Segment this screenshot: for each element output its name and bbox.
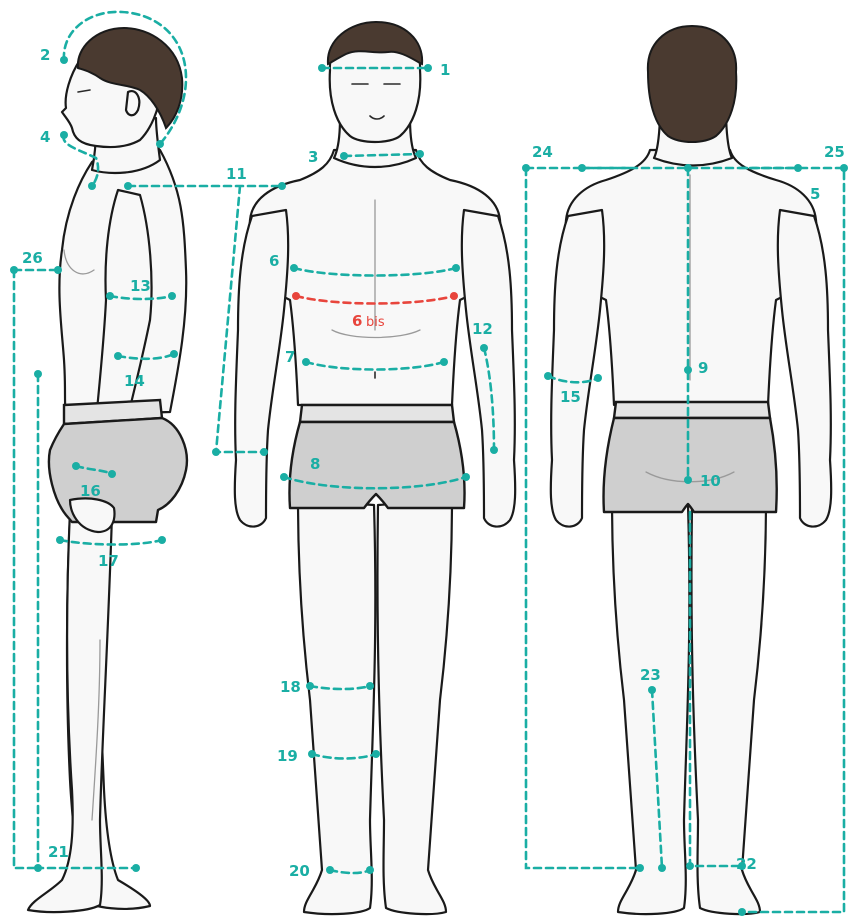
measurement-endpoint-dot: [366, 682, 374, 690]
measurement-endpoint-dot: [72, 462, 80, 470]
label-26: 26: [22, 249, 43, 267]
measurement-endpoint-dot: [416, 150, 424, 158]
measurement-endpoint-dot: [168, 292, 176, 300]
label-23: 23: [640, 666, 661, 684]
label-9: 9: [698, 359, 708, 377]
measurement-endpoint-dot: [684, 366, 692, 374]
measurement-endpoint-dot: [544, 372, 552, 380]
measurement-endpoint-dot: [462, 473, 470, 481]
measurement-endpoint-dot: [108, 470, 116, 478]
measurement-endpoint-dot: [658, 864, 666, 872]
label-6bis-number: 6: [352, 312, 362, 330]
measurement-endpoint-dot: [452, 264, 460, 272]
measurement-endpoint-dot: [840, 164, 848, 172]
measurement-endpoint-dot: [440, 358, 448, 366]
measurement-endpoint-dot: [372, 750, 380, 758]
measurement-endpoint-dot: [60, 131, 68, 139]
label-2: 2: [40, 46, 50, 64]
label-24: 24: [532, 143, 553, 161]
measurement-endpoint-dot: [480, 344, 488, 352]
measurement-endpoint-dot: [106, 292, 114, 300]
label-7: 7: [285, 348, 295, 366]
label-18: 18: [280, 678, 301, 696]
measurement-endpoint-dot: [522, 164, 530, 172]
measurement-endpoint-dot: [366, 866, 374, 874]
measurement-endpoint-dot: [636, 864, 644, 872]
measurement-endpoint-dot: [648, 686, 656, 694]
measurement-endpoint-dot: [60, 56, 68, 64]
measurement-endpoint-dot: [260, 448, 268, 456]
label-21: 21: [48, 843, 69, 861]
measurement-endpoint-dot: [684, 476, 692, 484]
measurement-endpoint-dot: [278, 182, 286, 190]
measurement-endpoint-dot: [424, 64, 432, 72]
label-1: 1: [440, 61, 450, 79]
measurement-endpoint-dot: [170, 350, 178, 358]
measurement-endpoint-dot: [306, 682, 314, 690]
measurement-endpoint-dot: [318, 64, 326, 72]
label-16: 16: [80, 482, 101, 500]
measurement-endpoint-dot: [156, 140, 164, 148]
measurement-endpoint-dot: [54, 266, 62, 274]
measurement-endpoint-dot: [158, 536, 166, 544]
measurement-endpoint-dot: [490, 446, 498, 454]
measurement-endpoint-dot: [56, 536, 64, 544]
measurement-endpoint-dot: [280, 473, 288, 481]
measurement-endpoint-dot: [302, 358, 310, 366]
measurement-endpoint-dot: [88, 182, 96, 190]
label-4: 4: [40, 128, 50, 146]
label-11: 11: [226, 165, 247, 183]
measurement-endpoint-dot: [326, 866, 334, 874]
label-22: 22: [736, 855, 757, 873]
label-6: 6: [269, 252, 279, 270]
label-15: 15: [560, 388, 581, 406]
measurement-endpoint-dot: [594, 374, 602, 382]
side-view-figure: [28, 28, 187, 912]
measurement-endpoint-dot: [738, 908, 746, 916]
label-8: 8: [310, 455, 320, 473]
measurement-endpoint-dot: [794, 164, 802, 172]
label-10: 10: [700, 472, 721, 490]
label-6bis-suffix: bis: [366, 315, 385, 330]
measurement-endpoint-dot: [124, 182, 132, 190]
measurement-endpoint-dot-highlight: [450, 292, 458, 300]
measurement-endpoint-dot: [212, 448, 220, 456]
label-14: 14: [124, 372, 145, 390]
measurement-endpoint-dot: [290, 264, 298, 272]
label-5: 5: [810, 185, 820, 203]
measurement-line-26: [14, 270, 58, 868]
label-13: 13: [130, 277, 151, 295]
measurement-endpoint-dot: [34, 370, 42, 378]
label-19: 19: [277, 747, 298, 765]
label-12: 12: [472, 320, 493, 338]
measurement-endpoint-dot: [684, 164, 692, 172]
measurement-endpoint-dot: [308, 750, 316, 758]
label-3: 3: [308, 148, 318, 166]
measurement-endpoint-dot: [132, 864, 140, 872]
measurement-endpoint-dot: [578, 164, 586, 172]
label-25: 25: [824, 143, 845, 161]
measurement-endpoint-dot: [10, 266, 18, 274]
measurement-endpoint-dot: [340, 152, 348, 160]
measurement-endpoint-dot: [34, 864, 42, 872]
label-20: 20: [289, 862, 310, 880]
measurement-endpoint-dot: [686, 862, 694, 870]
measurement-endpoint-dot: [114, 352, 122, 360]
measurement-endpoint-dot-highlight: [292, 292, 300, 300]
label-17: 17: [98, 552, 119, 570]
